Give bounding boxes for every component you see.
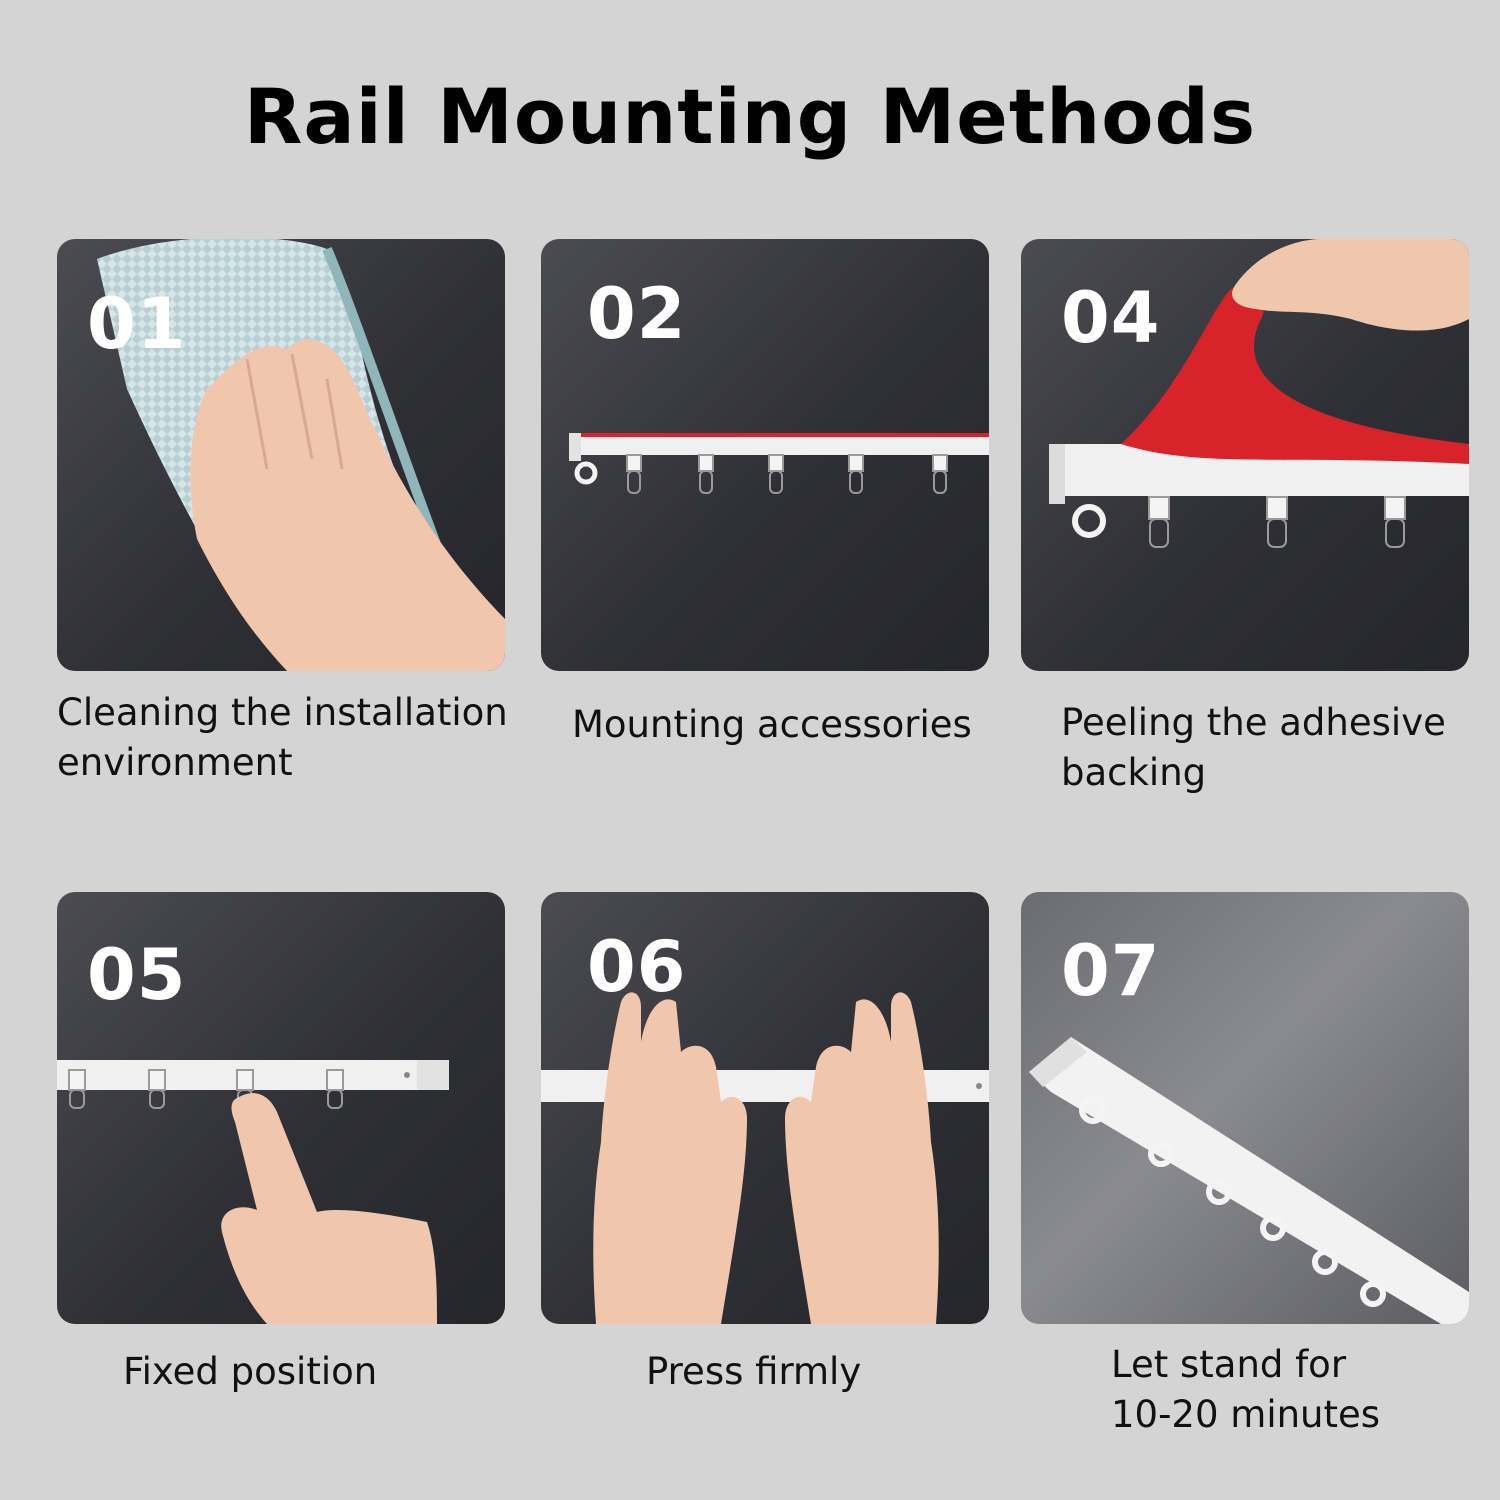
step-07-panel: 07: [1021, 892, 1469, 1324]
press-firmly-illustration: [541, 992, 989, 1324]
rail-with-hooks-illustration: [569, 433, 989, 494]
step-05-panel: 05: [57, 892, 505, 1324]
peeling-adhesive-illustration: [1049, 239, 1469, 548]
caption-line: Let stand for: [1111, 1343, 1347, 1386]
caption-line: Fixed position: [123, 1350, 378, 1393]
step-07-caption: Let stand for 10-20 minutes: [1111, 1340, 1380, 1440]
installed-rail-illustration: [1029, 1037, 1469, 1324]
caption-line: 10-20 minutes: [1111, 1393, 1381, 1436]
step-number: 05: [87, 934, 187, 1016]
caption-line: backing: [1061, 751, 1207, 794]
caption-line: Press firmly: [646, 1350, 862, 1393]
caption-line: Peeling the adhesive: [1061, 701, 1446, 744]
cleaning-cloth-illustration: [97, 239, 505, 671]
step-06-panel: 06: [541, 892, 989, 1324]
step-05-caption: Fixed position: [123, 1347, 377, 1397]
fixed-position-illustration: [57, 1060, 449, 1324]
step-02-panel: 02: [541, 239, 989, 671]
caption-line: Cleaning the installation: [57, 691, 508, 734]
step-04-panel: 04: [1021, 239, 1469, 671]
step-02-caption: Mounting accessories: [572, 700, 972, 750]
step-04-caption: Peeling the adhesive backing: [1061, 698, 1446, 798]
caption-line: Mounting accessories: [572, 703, 972, 746]
step-number: 02: [587, 273, 687, 355]
step-01-panel: 01: [57, 239, 505, 671]
step-number: 06: [587, 926, 687, 1008]
step-number: 07: [1061, 930, 1161, 1012]
step-01-caption: Cleaning the installation environment: [57, 688, 508, 788]
step-number: 01: [87, 283, 187, 365]
step-number: 04: [1061, 277, 1161, 359]
caption-line: environment: [57, 741, 293, 784]
step-06-caption: Press firmly: [646, 1347, 861, 1397]
page-title: Rail Mounting Methods: [243, 72, 1257, 161]
